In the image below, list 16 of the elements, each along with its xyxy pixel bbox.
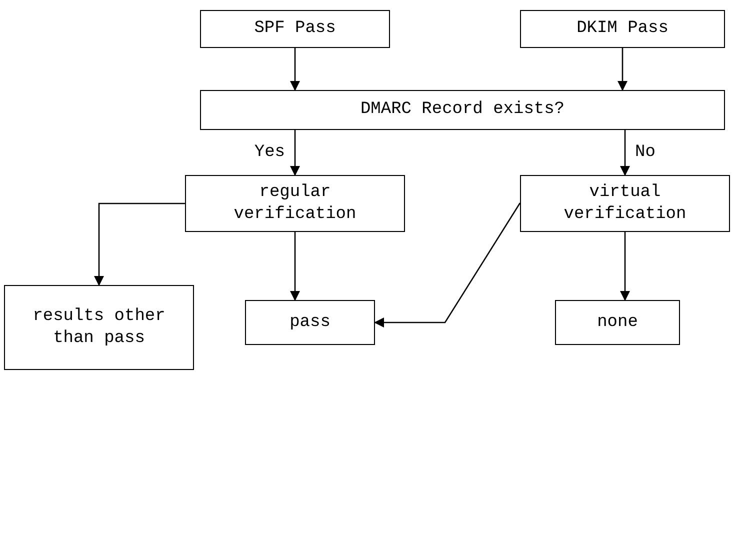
process-box: results other than pass bbox=[4, 285, 194, 370]
arrow bbox=[620, 232, 630, 301]
process-box: regular verification bbox=[185, 175, 405, 232]
arrow bbox=[290, 232, 300, 301]
decision-box: DMARC Record exists? bbox=[200, 90, 725, 130]
process-box: SPF Pass bbox=[200, 10, 390, 48]
arrow bbox=[618, 48, 628, 91]
arrow bbox=[620, 130, 630, 176]
arrow bbox=[374, 202, 521, 328]
arrow bbox=[94, 202, 185, 286]
process-box: pass bbox=[245, 300, 375, 345]
process-box: none bbox=[555, 300, 680, 345]
process-box: DKIM Pass bbox=[520, 10, 725, 48]
arrow bbox=[290, 48, 300, 91]
process-box: virtual verification bbox=[520, 175, 730, 232]
arrow bbox=[290, 130, 300, 176]
